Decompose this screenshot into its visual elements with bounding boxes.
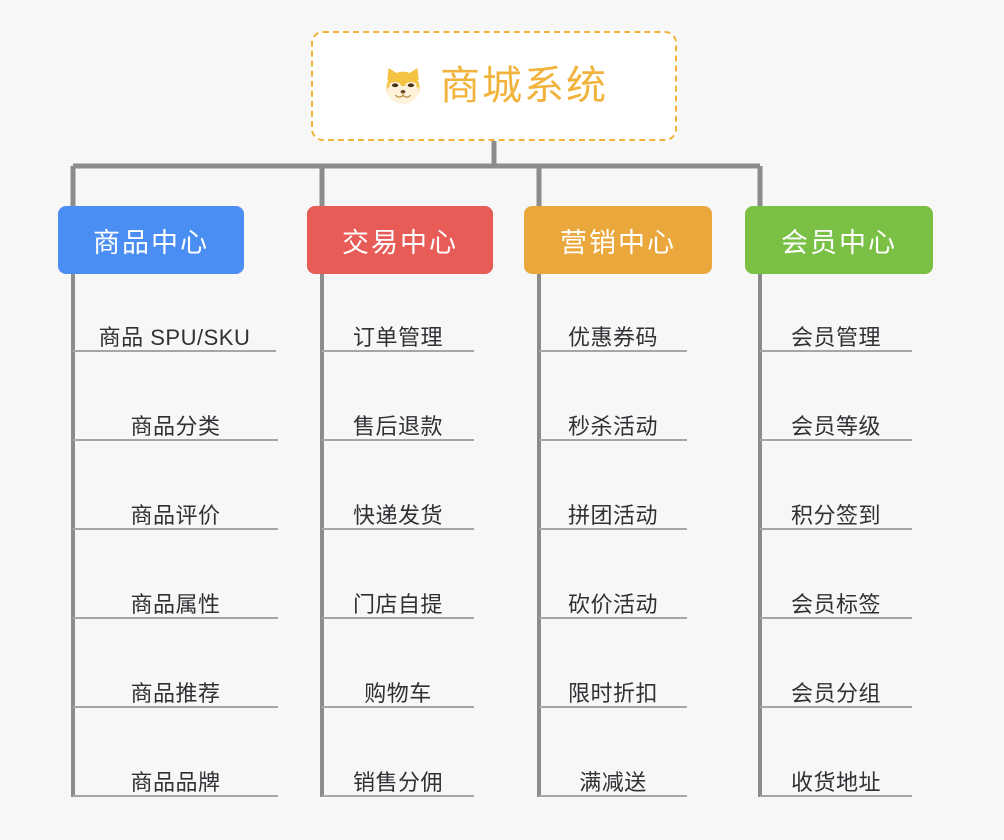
leaf-item[interactable]: 会员分组: [760, 678, 912, 708]
leaf-item-label: 门店自提: [352, 591, 443, 617]
leaf-item-label: 商品分类: [130, 413, 221, 439]
leaf-item-label: 售后退款: [352, 413, 443, 439]
leaf-item-label: 快递发货: [352, 502, 443, 528]
leaf-item-label: 拼团活动: [567, 502, 658, 528]
leaf-item[interactable]: 满减送: [539, 767, 687, 797]
category-label: 营销中心: [560, 227, 676, 258]
root-node[interactable]: 商城系统: [311, 31, 677, 141]
leaf-item-label: 会员分组: [790, 680, 881, 706]
root-title: 商城系统: [440, 64, 608, 108]
category-label: 商品中心: [93, 227, 209, 258]
leaf-item[interactable]: 商品属性: [73, 589, 278, 619]
leaf-item-label: 商品属性: [130, 591, 221, 617]
leaf-item-label: 收货地址: [790, 769, 881, 795]
leaf-item[interactable]: 会员管理: [760, 322, 912, 352]
category-label: 交易中心: [342, 227, 458, 258]
leaf-item[interactable]: 商品推荐: [73, 678, 278, 708]
leaf-item[interactable]: 门店自提: [322, 589, 474, 619]
leaf-item-label: 商品 SPU/SKU: [98, 324, 251, 350]
leaf-item[interactable]: 商品评价: [73, 500, 278, 530]
leaf-item[interactable]: 拼团活动: [539, 500, 687, 530]
leaf-item-label: 销售分佣: [352, 769, 443, 795]
leaf-item[interactable]: 售后退款: [322, 411, 474, 441]
leaf-item[interactable]: 秒杀活动: [539, 411, 687, 441]
leaf-item-label: 限时折扣: [567, 680, 658, 706]
leaf-item[interactable]: 商品品牌: [73, 767, 278, 797]
leaf-item[interactable]: 购物车: [322, 678, 474, 708]
leaf-item[interactable]: 砍价活动: [539, 589, 687, 619]
leaf-item-label: 优惠券码: [567, 324, 658, 350]
leaf-item-label: 积分签到: [790, 502, 881, 528]
leaf-item-label: 商品品牌: [130, 769, 221, 795]
leaf-item[interactable]: 销售分佣: [322, 767, 474, 797]
leaf-item[interactable]: 收货地址: [760, 767, 912, 797]
leaf-item-label: 商品评价: [130, 502, 221, 528]
leaf-item[interactable]: 快递发货: [322, 500, 474, 530]
leaf-item-label: 购物车: [364, 680, 432, 706]
leaf-item[interactable]: 会员等级: [760, 411, 912, 441]
shiba-dog-icon: [380, 63, 426, 109]
leaf-item[interactable]: 商品分类: [73, 411, 278, 441]
leaf-item-label: 订单管理: [352, 324, 443, 350]
leaf-item-label: 会员等级: [790, 413, 881, 439]
leaf-item-label: 商品推荐: [130, 680, 221, 706]
leaf-item[interactable]: 订单管理: [322, 322, 474, 352]
leaf-item[interactable]: 积分签到: [760, 500, 912, 530]
category-box-product[interactable]: 商品中心: [58, 206, 244, 274]
category-box-member[interactable]: 会员中心: [745, 206, 933, 274]
leaf-item-label: 会员管理: [790, 324, 881, 350]
category-box-trade[interactable]: 交易中心: [307, 206, 493, 274]
leaf-item[interactable]: 优惠券码: [539, 322, 687, 352]
leaf-item-label: 会员标签: [790, 591, 881, 617]
leaf-item-label: 满减送: [579, 769, 647, 795]
leaf-item[interactable]: 商品 SPU/SKU: [73, 322, 276, 352]
category-box-marketing[interactable]: 营销中心: [524, 206, 712, 274]
leaf-item-label: 秒杀活动: [567, 413, 658, 439]
leaf-item[interactable]: 限时折扣: [539, 678, 687, 708]
leaf-item[interactable]: 会员标签: [760, 589, 912, 619]
category-label: 会员中心: [781, 227, 897, 258]
leaf-item-label: 砍价活动: [567, 591, 658, 617]
